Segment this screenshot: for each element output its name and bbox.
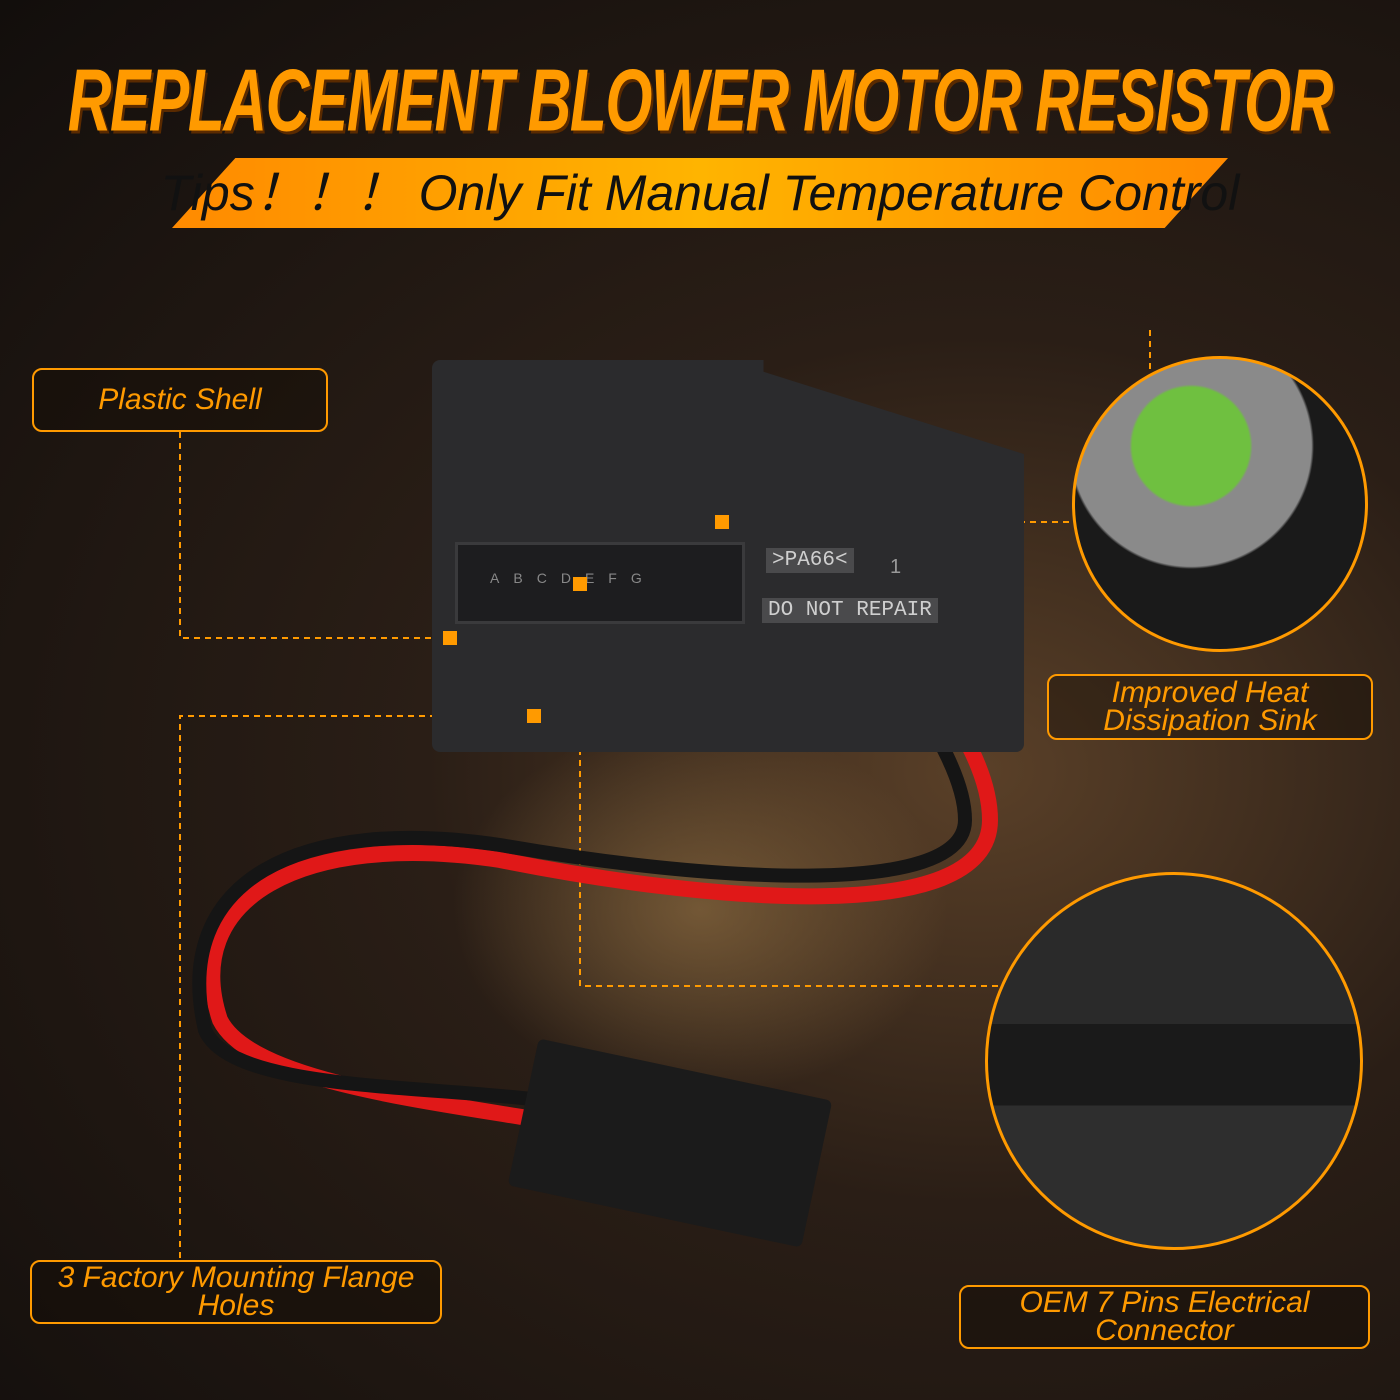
heat-sink-inset <box>1072 356 1368 652</box>
pin-d: D <box>560 570 571 586</box>
callout-plastic-shell: Plastic Shell <box>32 368 328 432</box>
marker-dot <box>527 709 541 723</box>
connector-inset <box>985 872 1363 1250</box>
pin-connector <box>455 542 745 624</box>
pin-a: A <box>490 570 500 586</box>
warning-label: DO NOT REPAIR <box>762 598 938 623</box>
tips-text: Tips！！！ Only Fit Manual Temperature Cont… <box>160 165 1240 221</box>
background-glow <box>450 720 950 1100</box>
pin-labels: A B C D E F G <box>490 570 642 586</box>
callout-flange-holes: 3 Factory Mounting Flange Holes <box>30 1260 442 1324</box>
marker-dot <box>715 515 729 529</box>
callout-heat-sink: Improved Heat Dissipation Sink <box>1047 674 1373 740</box>
marker-dot <box>573 577 587 591</box>
part-number: 1 <box>890 556 902 578</box>
pin-e: E <box>584 570 595 586</box>
pin-g: G <box>630 570 642 586</box>
marker-dot <box>443 631 457 645</box>
material-label: >PA66< <box>766 548 854 573</box>
pin-b: B <box>513 570 523 586</box>
callout-connector: OEM 7 Pins Electrical Connector <box>959 1285 1370 1349</box>
page-title: REPLACEMENT BLOWER MOTOR RESISTOR <box>67 50 1334 150</box>
pin-f: F <box>608 570 617 586</box>
pin-c: C <box>536 570 547 586</box>
tips-banner <box>172 158 1228 228</box>
title-container: REPLACEMENT BLOWER MOTOR RESISTOR <box>0 50 1400 150</box>
